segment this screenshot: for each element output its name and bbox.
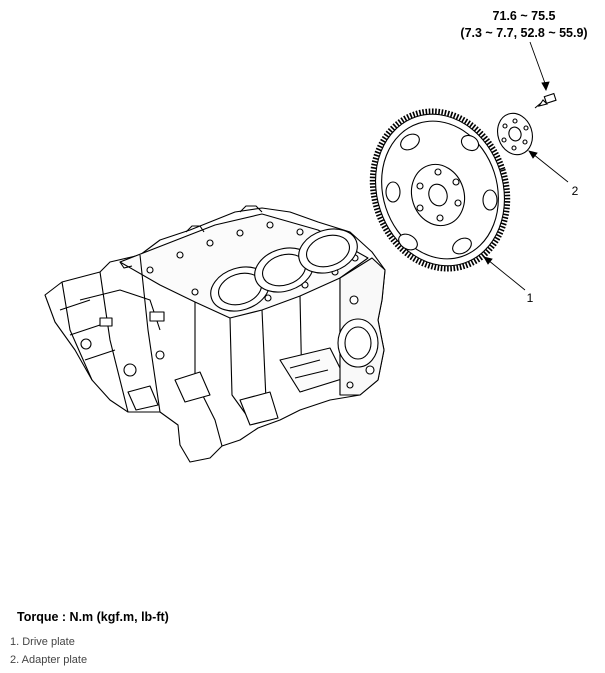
parts-legend: 1. Drive plate 2. Adapter plate <box>10 633 87 669</box>
torque-spec-line2: (7.3 ~ 7.7, 52.8 ~ 55.9) <box>460 26 587 40</box>
legend-item-drive-plate: 1. Drive plate <box>10 636 75 648</box>
callout-number-2: 2 <box>572 184 579 198</box>
adapter-plate <box>497 112 533 156</box>
engine-block <box>44 205 386 463</box>
callout-leaders <box>483 41 569 291</box>
torque-units-label: Torque : N.m (kgf.m, lb-ft) <box>17 610 169 624</box>
cylinder-bores <box>210 228 358 312</box>
engine-drive-plate-diagram: 71.6 ~ 75.5 (7.3 ~ 7.7, 52.8 ~ 55.9) 1 2 <box>44 9 588 463</box>
torque-spec-line1: 71.6 ~ 75.5 <box>493 9 556 23</box>
drive-plate-bolt <box>534 92 557 109</box>
callout-number-1: 1 <box>527 291 534 305</box>
legend-item-adapter-plate: 2. Adapter plate <box>10 654 88 666</box>
torque-spec: 71.6 ~ 75.5 (7.3 ~ 7.7, 52.8 ~ 55.9) <box>460 9 587 40</box>
drive-plate <box>369 108 511 272</box>
